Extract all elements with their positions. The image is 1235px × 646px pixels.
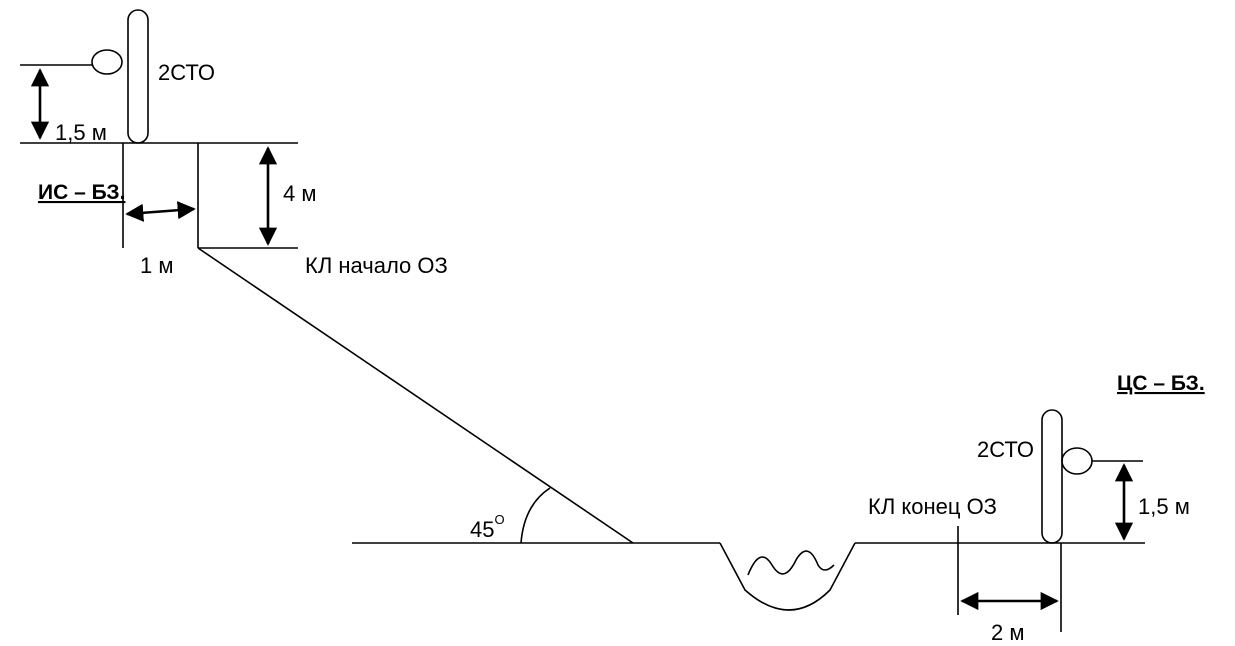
- water-wave: [747, 550, 835, 576]
- right-sto-lamp: [1061, 447, 1093, 475]
- is-bz-title: ИС – БЗ.: [38, 181, 125, 204]
- kl-start-label: КЛ начало ОЗ: [305, 253, 448, 278]
- right-offset-label: 2 м: [991, 620, 1024, 645]
- left-sto-pole: [127, 9, 149, 144]
- slope-line: [197, 247, 634, 544]
- left-sto-lamp: [91, 49, 123, 75]
- left-offset-label: 1 м: [140, 253, 173, 278]
- depth-label: 4 м: [283, 181, 316, 206]
- ts-bz-title: ЦС – БЗ.: [1117, 372, 1205, 395]
- angle-arc: [520, 487, 551, 544]
- left-offset-arrow: [125, 201, 196, 222]
- right-sto-label: 2СТО: [977, 437, 1034, 462]
- ditch: [719, 542, 856, 611]
- right-sto-pole: [1041, 409, 1063, 544]
- right-height-label: 1,5 м: [1138, 494, 1190, 519]
- left-sto-label: 2СТО: [158, 60, 215, 85]
- kl-end-label: КЛ конец ОЗ: [868, 494, 997, 519]
- left-height-label: 1,5 м: [55, 120, 107, 145]
- left-station: 1,5 м 2СТО ИС – БЗ. 1 м 4 м КЛ начало ОЗ: [20, 9, 448, 278]
- right-station: ЦС – БЗ. 2СТО 1,5 м КЛ конец ОЗ 2 м: [868, 372, 1205, 645]
- slope-and-ground: 45O: [197, 247, 1145, 611]
- angle-label: 45O: [470, 512, 505, 542]
